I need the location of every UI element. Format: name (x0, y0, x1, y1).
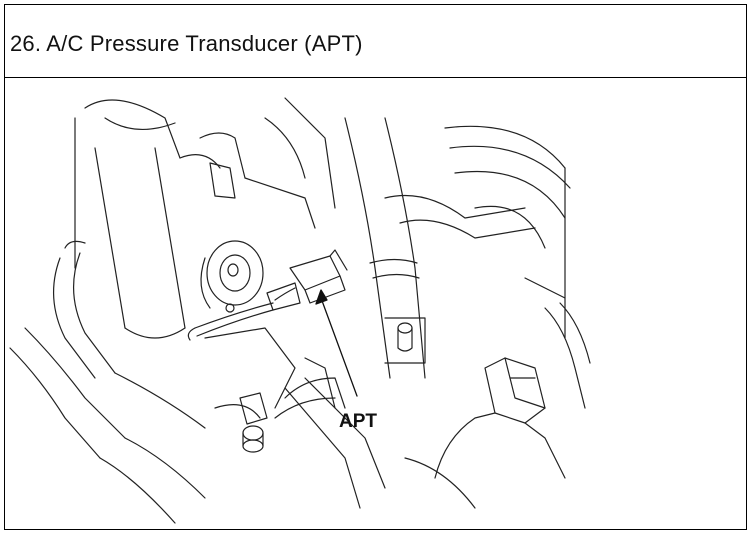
apt-illustration: APT (5, 78, 746, 529)
upper-bracket (199, 97, 336, 229)
right-bolt (384, 317, 426, 364)
lower-left-hose (9, 240, 206, 459)
wire-harness (187, 302, 274, 341)
apt-connector (266, 249, 348, 311)
figure-frame: 26. A/C Pressure Transducer (APT) (4, 4, 747, 530)
header-bar: 26. A/C Pressure Transducer (APT) (5, 5, 746, 78)
callout-leader (315, 289, 358, 397)
apt-callout-label: APT (339, 411, 377, 432)
right-tank (444, 125, 571, 339)
page-title: 26. A/C Pressure Transducer (APT) (10, 31, 363, 56)
lower-right-bracket (434, 302, 591, 479)
left-strut (74, 99, 221, 339)
compressor-pulley (200, 240, 264, 309)
bottom-hoses (99, 377, 476, 524)
engine-bay-drawing: APT (9, 97, 591, 524)
ac-hose (344, 117, 536, 379)
